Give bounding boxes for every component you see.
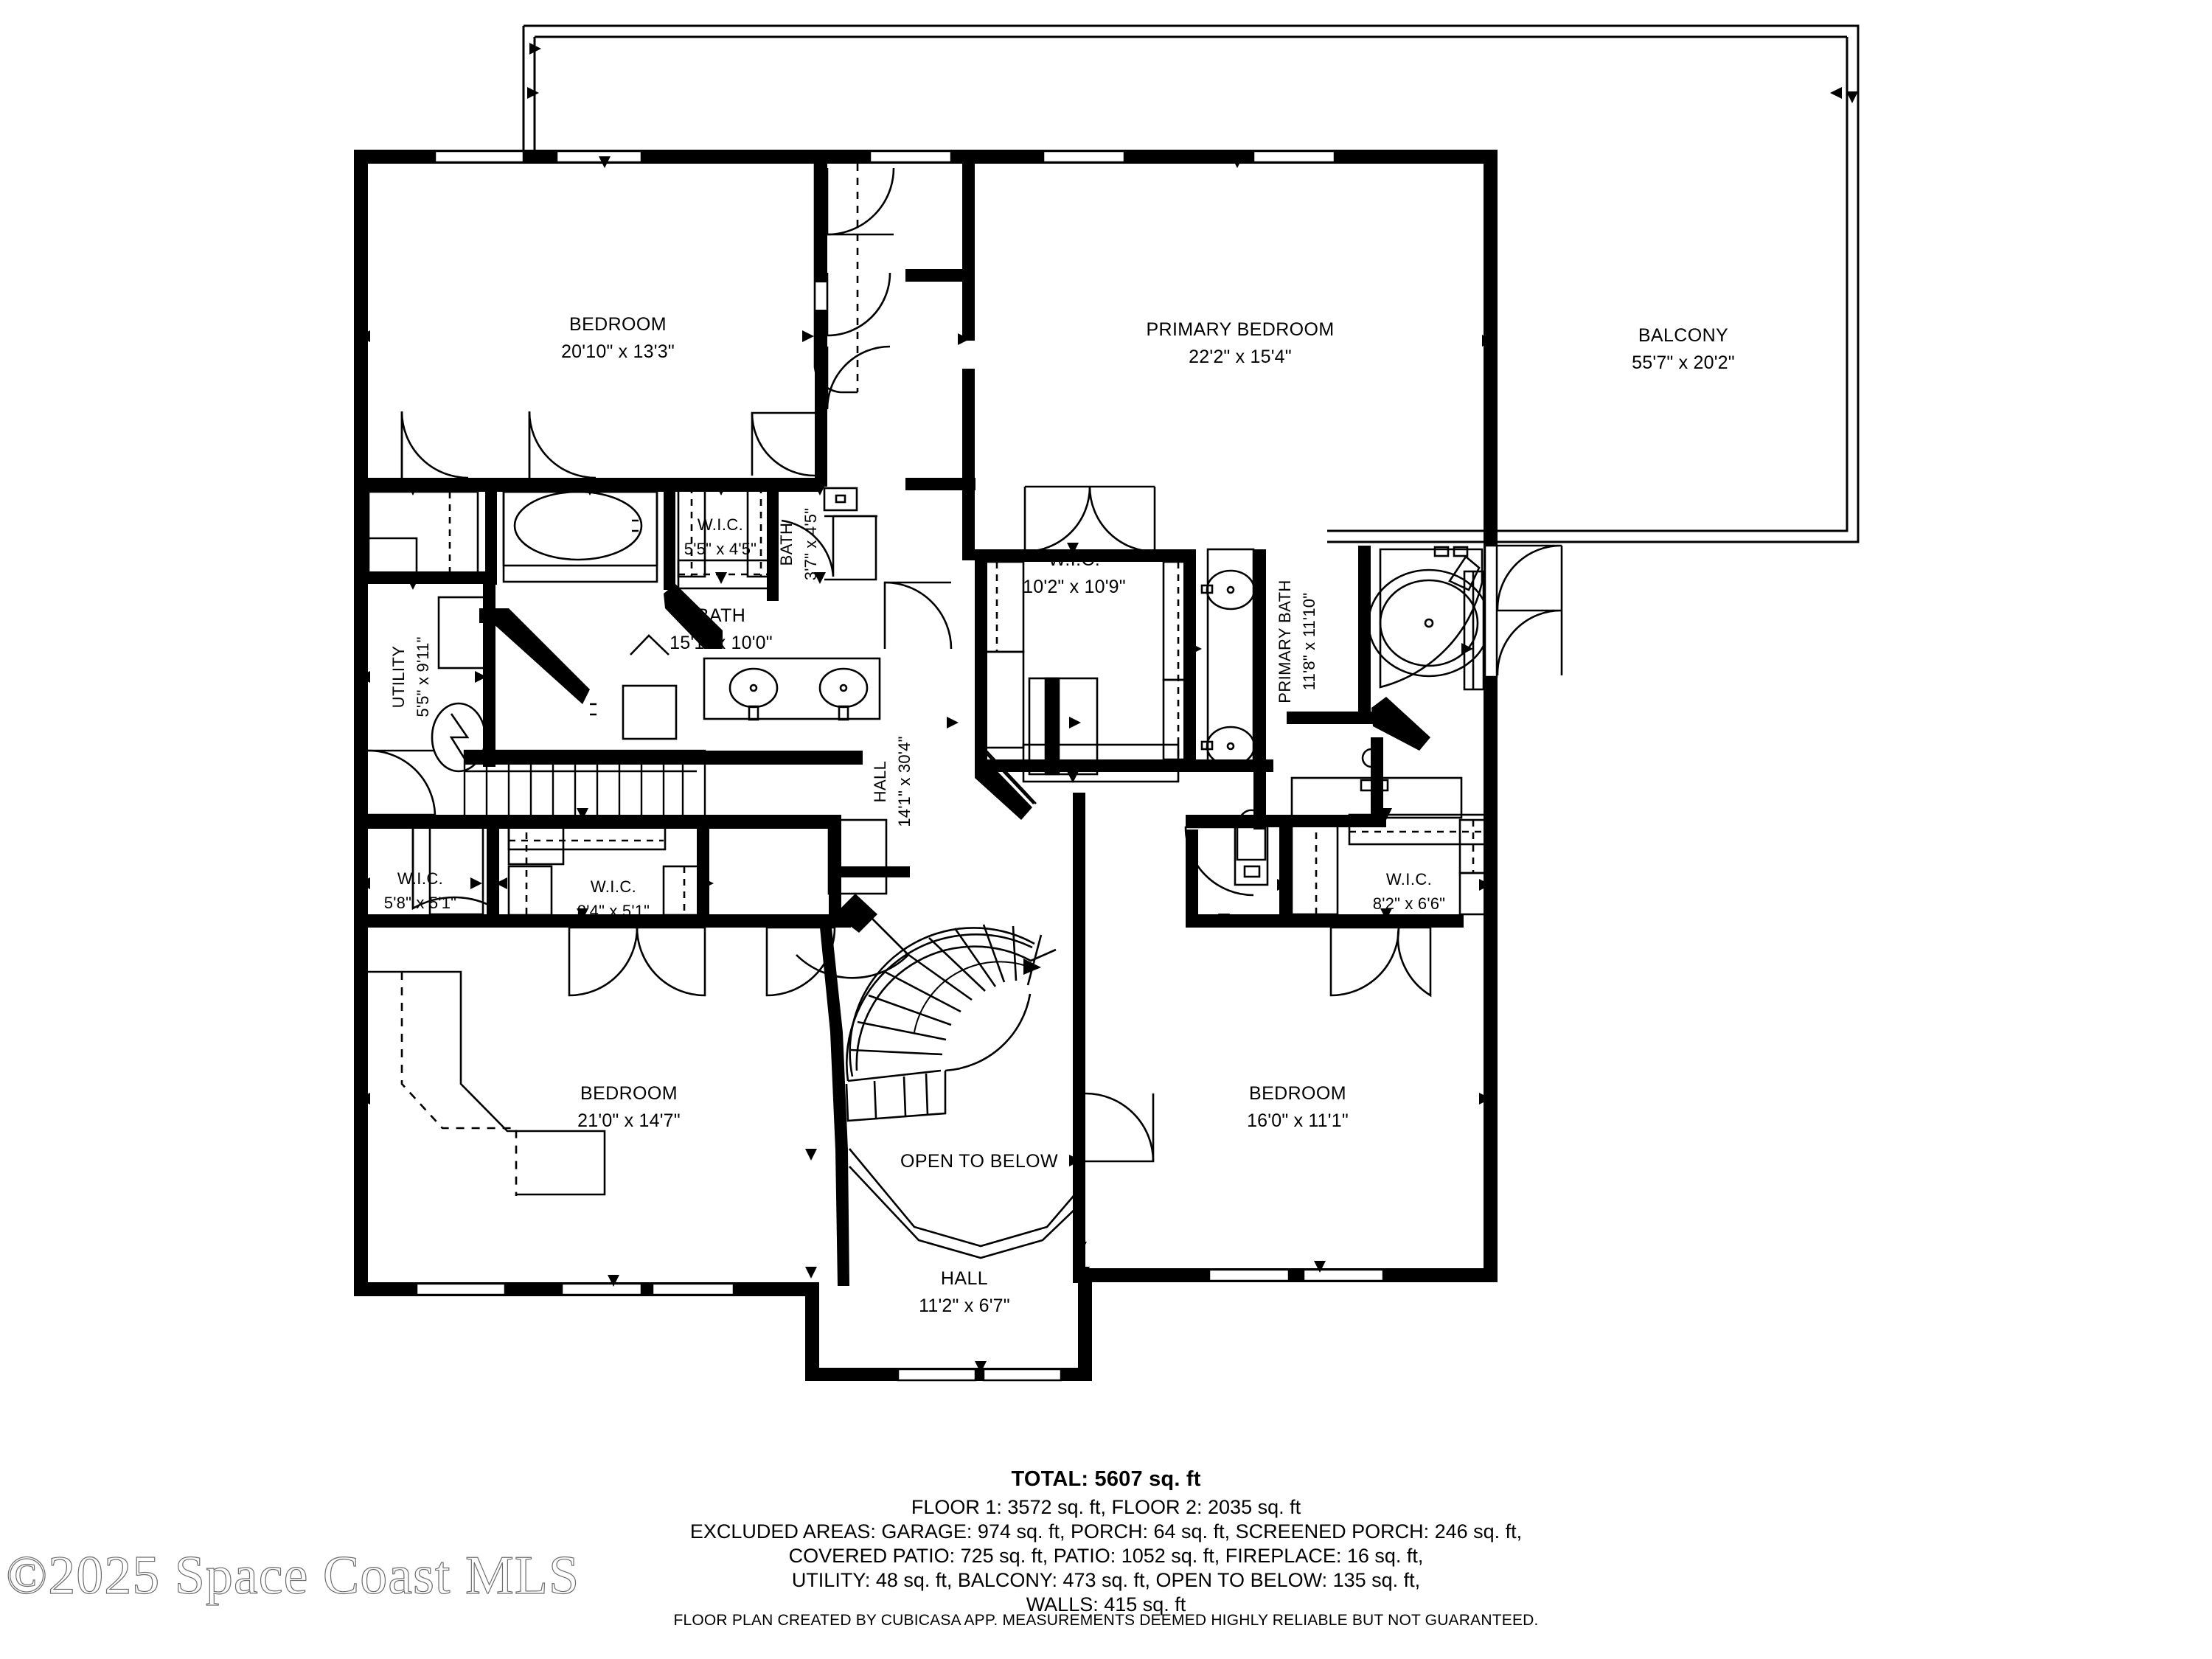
balcony-dimension-arrows [527,43,1858,103]
room-label-wic-primary: W.I.C. [1048,549,1100,570]
room-label-hall-center: HALL [871,761,889,803]
room-label-balcony: BALCONY [1638,325,1728,346]
room-dim-bath-main: 15'1" x 10'0" [669,633,773,653]
room-label-hall-south: HALL [941,1268,988,1289]
mls-copyright-watermark: ©2025 Space Coast MLS [5,1545,580,1606]
room-dim-bedroom-nw: 20'10" x 13'3" [561,341,675,362]
room-label-wic-sw: W.I.C. [397,869,443,888]
room-label-wic-se: W.I.C. [1386,870,1432,888]
room-dim-primary-bath: 11'8" x 11'10" [1300,593,1318,690]
room-dim-wic-upper-center: 5'5" x 4'5" [684,540,757,558]
room-label-open-to-below: OPEN TO BELOW [900,1151,1058,1172]
floor-plan-credit: FLOOR PLAN CREATED BY CUBICASA APP. MEAS… [673,1612,1539,1629]
room-dim-wic-primary: 10'2" x 10'9" [1023,577,1126,597]
dimension-ticks [358,156,1494,1373]
room-label-bedroom-se: BEDROOM [1249,1083,1346,1104]
room-label-primary-bedroom: PRIMARY BEDROOM [1146,319,1334,340]
area-line-excluded-2: COVERED PATIO: 725 sq. ft, PATIO: 1052 s… [788,1545,1424,1567]
curved-staircase [845,924,1057,1122]
room-dim-wic-sw: 5'8" x 5'1" [384,894,456,912]
room-label-bath-small: BATH [777,523,796,566]
room-label-bedroom-nw: BEDROOM [569,314,667,335]
area-line-excluded-1: EXCLUDED AREAS: GARAGE: 974 sq. ft, PORC… [689,1520,1523,1543]
room-label-wic-upper-center: W.I.C. [698,515,743,534]
room-label-wic-s-center: W.I.C. [591,877,636,896]
area-line-floors: FLOOR 1: 3572 sq. ft, FLOOR 2: 2035 sq. … [911,1496,1301,1518]
area-line-excluded-3: UTILITY: 48 sq. ft, BALCONY: 473 sq. ft,… [791,1569,1421,1591]
open-to-below-railing [848,1148,1079,1259]
room-labels: BEDROOM 20'10" x 13'3" PRIMARY BEDROOM 2… [384,314,1735,1316]
room-dim-hall-center: 14'1" x 30'4" [895,736,914,827]
room-dim-utility: 5'5" x 9'11" [414,636,432,717]
room-dim-hall-south: 11'2" x 6'7" [919,1295,1010,1316]
windows [415,150,1498,1382]
fixtures [367,164,1491,1196]
room-dim-balcony: 55'7" x 20'2" [1632,352,1735,373]
room-dim-wic-s-center: 8'4" x 5'1" [577,902,650,920]
room-label-bath-main: BATH [697,605,745,626]
balcony-outline [522,24,1860,543]
room-label-utility: UTILITY [389,646,408,709]
area-line-walls: WALLS: 415 sq. ft [1026,1593,1186,1615]
total-area-label: TOTAL: 5607 sq. ft [1011,1467,1201,1491]
room-dim-bath-small: 3'7" x 4'5" [801,508,820,580]
interior-walls [354,150,1464,1286]
room-dim-bedroom-se: 16'0" x 11'1" [1247,1110,1349,1131]
doors [367,167,1563,1163]
room-dim-bedroom-sw: 21'0" x 14'7" [577,1110,681,1131]
area-breakdown: FLOOR 1: 3572 sq. ft, FLOOR 2: 2035 sq. … [0,1495,2212,1617]
room-label-primary-bath: PRIMARY BATH [1276,580,1294,703]
room-dim-primary-bedroom: 22'2" x 15'4" [1189,347,1292,367]
room-dim-wic-se: 8'2" x 6'6" [1373,894,1445,913]
room-label-bedroom-sw: BEDROOM [580,1083,678,1104]
